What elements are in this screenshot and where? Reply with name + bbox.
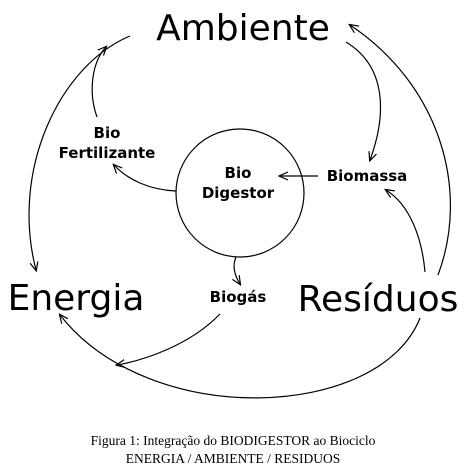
arrow-biodigestor-to-biofertilizante	[114, 165, 177, 192]
arrow-biogas-to-energia	[117, 313, 221, 365]
arrow-residuos-to-ambiente	[350, 25, 451, 276]
arrow-residuos-to-biomassa	[386, 190, 426, 273]
node-bio-fertilizante-line2: Fertilizante	[59, 144, 156, 162]
node-biomassa: Biomassa	[327, 167, 408, 185]
node-biogas: Biogás	[210, 288, 267, 306]
arrow-biofertilizante-to-ambiente	[91, 47, 106, 118]
node-ambiente: Ambiente	[156, 8, 330, 49]
arrow-residuos-to-energia	[60, 315, 421, 399]
biodigestor-circle	[175, 128, 305, 258]
caption-line1: Figura 1: Integração do BIODIGESTOR ao B…	[91, 433, 376, 448]
node-residuos: Resíduos	[298, 279, 459, 320]
node-energia: Energia	[8, 278, 145, 319]
arrow-ambiente-to-biomassa	[345, 41, 382, 160]
node-bio-digestor-line1: Bio	[225, 164, 252, 182]
arrow-biodigestor-to-biogas	[234, 256, 240, 284]
node-bio-fertilizante-line1: Bio	[94, 124, 121, 142]
caption-line2: ENERGIA / AMBIENTE / RESIDUOS	[126, 451, 341, 466]
node-bio-digestor-line2: Digestor	[202, 184, 275, 202]
arrow-ambiente-to-energia	[28, 35, 131, 270]
